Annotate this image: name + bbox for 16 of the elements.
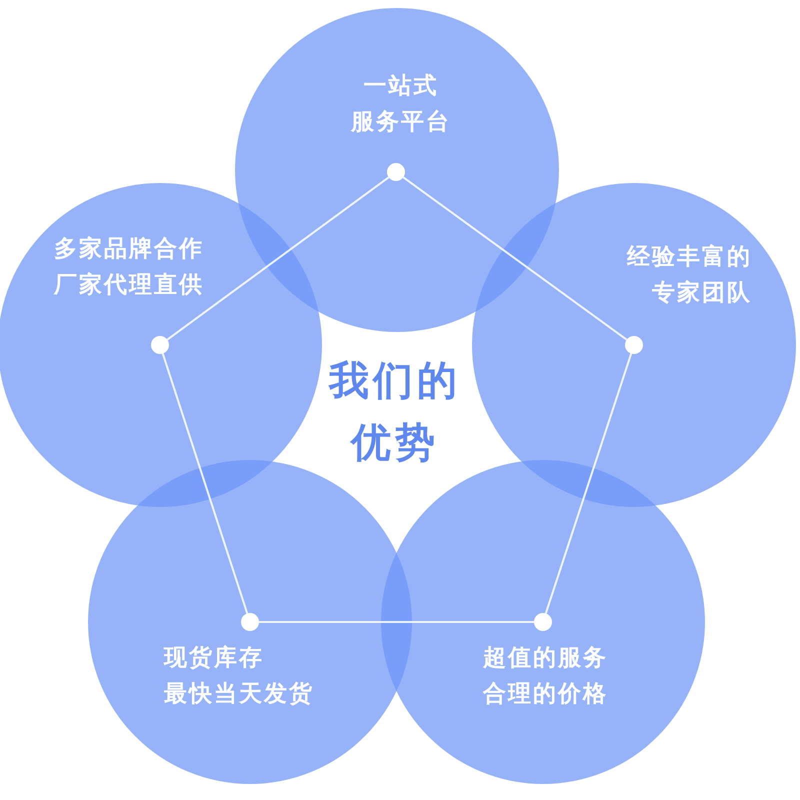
connector-line (162, 353, 248, 614)
dot-marker (241, 613, 259, 631)
bubble-text: 经验丰富的专家团队 (626, 243, 752, 308)
connector-line (544, 353, 632, 614)
dot-marker (534, 613, 552, 631)
title: 我们的优势 (328, 357, 462, 468)
bubble-text: 现货库存最快当天发货 (164, 644, 315, 709)
connector-line (166, 176, 390, 340)
bubble-text: 一站式服务平台 (350, 72, 452, 137)
dot-marker (387, 163, 405, 181)
connector-line (402, 176, 628, 341)
bubble-text: 超值的服务合理的价格 (483, 644, 609, 709)
connector-line (259, 621, 534, 623)
dot-marker (151, 336, 169, 354)
bubble-text: 多家品牌合作厂家代理直供 (52, 235, 205, 300)
dot-marker (625, 336, 643, 354)
